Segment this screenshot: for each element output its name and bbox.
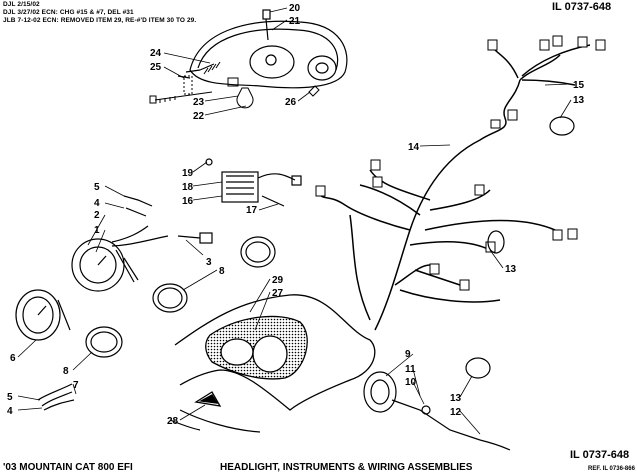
model-title: '03 MOUNTAIN CAT 800 EFI <box>3 462 133 473</box>
reference-code: REF. IL 0736-866 <box>588 466 635 472</box>
callout-9: 9 <box>405 349 411 360</box>
headlight-fasteners <box>227 77 320 109</box>
callout-16: 16 <box>182 196 194 207</box>
voltage-regulator <box>205 158 302 207</box>
revision-note: JLB 7-12-02 ECN: REMOVED ITEM 29, RE-#'D… <box>3 17 197 24</box>
callout-18: 18 <box>182 182 194 193</box>
harness-connectors <box>315 35 606 291</box>
callout-13c: 13 <box>450 393 462 404</box>
callout-12: 12 <box>450 407 462 418</box>
callout-23: 23 <box>193 97 205 108</box>
callout-25: 25 <box>150 62 162 73</box>
callout-27: 27 <box>272 288 284 299</box>
callout-24: 24 <box>150 48 162 59</box>
revision-note: DJL 3/27/02 ECN: CHG #15 & #7, DEL #31 <box>3 9 134 16</box>
callout-20: 20 <box>289 3 301 14</box>
gauge-bezels <box>85 236 276 358</box>
callout-5b: 5 <box>7 392 13 403</box>
callout-4b: 4 <box>7 406 13 417</box>
headlight-assembly <box>177 9 348 89</box>
callout-14: 14 <box>408 142 420 153</box>
callout-3: 3 <box>206 257 212 268</box>
callout-19: 19 <box>182 168 194 179</box>
callout-26: 26 <box>285 97 297 108</box>
callout-29: 29 <box>272 275 284 286</box>
callout-15: 15 <box>573 80 585 91</box>
callout-8a: 8 <box>219 266 225 277</box>
part-callouts: 20 21 24 25 23 22 26 15 13 14 19 18 16 1… <box>7 3 585 427</box>
callout-1: 1 <box>94 225 100 236</box>
callout-4a: 4 <box>94 198 100 209</box>
callout-13: 13 <box>573 95 585 106</box>
assembly-title: HEADLIGHT, INSTRUMENTS & WIRING ASSEMBLI… <box>220 462 473 473</box>
callout-28: 28 <box>167 416 179 427</box>
instrument-console <box>174 294 376 411</box>
callout-10: 10 <box>405 377 417 388</box>
callout-2: 2 <box>94 210 100 221</box>
tachometer-gauge <box>71 195 213 292</box>
callout-21: 21 <box>289 16 301 27</box>
callout-22: 22 <box>193 111 205 122</box>
cable-ties <box>465 116 575 379</box>
adjuster-spring-and-screw <box>149 61 221 104</box>
callout-5a: 5 <box>94 182 100 193</box>
revision-note: DJL 2/15/02 <box>3 1 40 8</box>
leader-lines <box>17 7 572 435</box>
speedometer-gauge <box>15 289 75 411</box>
illustration-code-bottom: IL 0737-648 <box>570 449 630 461</box>
speedometer-cable-and-drive <box>169 371 511 451</box>
callout-7: 7 <box>73 380 79 391</box>
wiring-harness <box>319 44 591 331</box>
callout-11: 11 <box>405 364 416 375</box>
callout-6: 6 <box>10 353 16 364</box>
callout-13b: 13 <box>505 264 517 275</box>
revision-notes: DJL 2/15/02 DJL 3/27/02 ECN: CHG #15 & #… <box>3 1 196 25</box>
callout-8b: 8 <box>63 366 69 377</box>
illustration-code-top: IL 0737-648 <box>552 1 612 13</box>
callout-17: 17 <box>246 205 258 216</box>
